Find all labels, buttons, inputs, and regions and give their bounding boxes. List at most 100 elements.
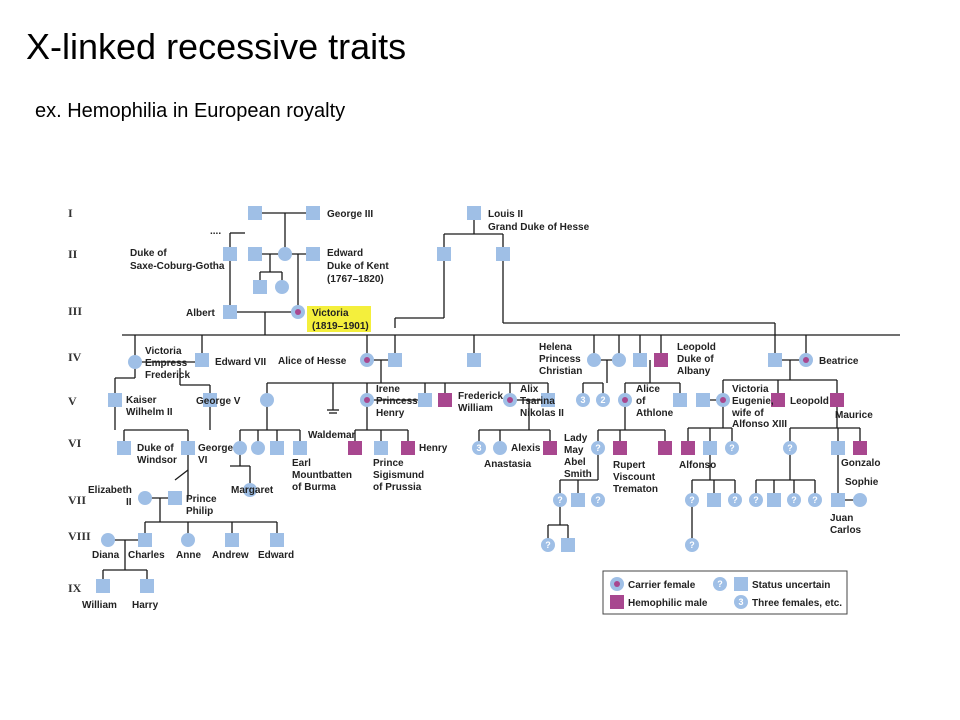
generation-label: I: [68, 206, 73, 220]
male-unaffected: [270, 441, 284, 455]
label-helena: Princess: [539, 354, 581, 365]
victoria-empress: [128, 355, 142, 369]
label-rupert: Rupert: [613, 460, 646, 471]
label-edward-kent: (1767–1820): [327, 274, 384, 285]
male-unaffected: [248, 247, 262, 261]
label-saxe: Saxe-Coburg-Gotha: [130, 261, 225, 272]
status-uncertain: [541, 538, 555, 552]
carrier-dot: [720, 397, 726, 403]
legend-three-count: 3: [738, 597, 743, 607]
edward7: [195, 353, 209, 367]
male-unaffected: [703, 441, 717, 455]
generation-label: II: [68, 247, 78, 261]
george3: [306, 206, 320, 220]
male-unaffected: [561, 538, 575, 552]
rupert: [613, 441, 627, 455]
label-grand-duke: Grand Duke of Hesse: [488, 222, 590, 233]
frederick-william: [438, 393, 452, 407]
male-unaffected: [768, 353, 782, 367]
nikolas2: [541, 393, 555, 407]
label-leopold-albany: Albany: [677, 366, 711, 377]
question-mark: ?: [689, 495, 695, 505]
label-irene: Henry: [376, 408, 405, 419]
kaiser-wilhelm: [108, 393, 122, 407]
george3-parent: [248, 206, 262, 220]
edward: [270, 533, 284, 547]
label-lady-may: May: [564, 445, 584, 456]
label-lady-may: Abel: [564, 457, 586, 468]
label-elizabeth: Elizabeth: [88, 485, 132, 496]
diana: [101, 533, 115, 547]
generation-label: IV: [68, 350, 82, 364]
status-uncertain: [749, 493, 763, 507]
maurice: [830, 393, 844, 407]
question-mark: ?: [753, 495, 759, 505]
female-unaffected: [260, 393, 274, 407]
generation-label: VI: [68, 436, 82, 450]
label-edward7: Edward VII: [215, 357, 266, 368]
label-edward-kent: Duke of Kent: [327, 261, 389, 272]
status-uncertain: [808, 493, 822, 507]
waldemar: [348, 441, 362, 455]
alfonso13: [696, 393, 710, 407]
label-prince-sigismund: Prince: [373, 458, 404, 469]
legend-hemophilic-symbol: [610, 595, 624, 609]
label-alix: Tsarina: [520, 396, 555, 407]
label-kaiser: Kaiser: [126, 395, 157, 406]
status-uncertain: [783, 441, 797, 455]
gonzalo: [853, 441, 867, 455]
label-juan-carlos: Carlos: [830, 525, 862, 536]
duke-saxe: [223, 247, 237, 261]
label-earl-mountbatten: Mountbatten: [292, 470, 352, 481]
george5: [203, 393, 217, 407]
label-waldemar: Waldemar: [308, 430, 356, 441]
question-mark: ?: [545, 540, 551, 550]
label-alice-athlone: Alice: [636, 384, 660, 395]
slide-subtitle: ex. Hemophilia in European royalty: [35, 100, 346, 122]
prince-sigismund: [374, 441, 388, 455]
female-unaffected: [612, 353, 626, 367]
label-victoria-eugenie: Victoria: [732, 384, 769, 395]
label-saxe: Duke of: [130, 248, 167, 259]
male-unaffected: [467, 353, 481, 367]
label-leopold-v: Leopold: [790, 396, 829, 407]
label-alfonso: Alfonso: [679, 460, 716, 471]
label-lady-may: Lady: [564, 433, 588, 444]
label-edward-viii: Edward: [258, 550, 294, 561]
status-uncertain: [553, 493, 567, 507]
anne: [181, 533, 195, 547]
lady-may: [591, 441, 605, 455]
male-unaffected: [571, 493, 585, 507]
anastasia: [493, 441, 507, 455]
generation-label: IX: [68, 581, 82, 595]
prince-philip: [168, 491, 182, 505]
question-mark: ?: [557, 495, 563, 505]
carrier-dot: [803, 357, 809, 363]
male-unaffected: [831, 441, 845, 455]
label-george6: VI: [198, 455, 208, 466]
label-alice-hesse: Alice of Hesse: [278, 356, 347, 367]
label-lady-may: Smith: [564, 469, 592, 480]
label-margaret: Margaret: [231, 485, 274, 496]
male-unaffected: [767, 493, 781, 507]
label-elizabeth: II: [126, 497, 132, 508]
label-windsor: Windsor: [137, 455, 177, 466]
question-mark: ?: [595, 443, 601, 453]
label-alice-athlone: of: [636, 396, 646, 407]
label-rupert: Viscount: [613, 472, 656, 483]
status-uncertain: [728, 493, 742, 507]
margaret: [243, 483, 257, 497]
carrier-dot: [295, 309, 301, 315]
prince-henry: [418, 393, 432, 407]
label-victoria-eugenie: Eugenie,: [732, 396, 774, 407]
albert: [223, 305, 237, 319]
male-hemophilic: [658, 441, 672, 455]
label-victoria-empress: Empress: [145, 358, 188, 369]
generation-label: III: [68, 304, 82, 318]
carrier-dot: [364, 357, 370, 363]
status-uncertain: [685, 493, 699, 507]
label-george6: George: [198, 443, 233, 454]
label-philip: Philip: [186, 506, 213, 517]
label-victoria-empress: Frederick: [145, 370, 190, 381]
male-unaffected: [253, 280, 267, 294]
